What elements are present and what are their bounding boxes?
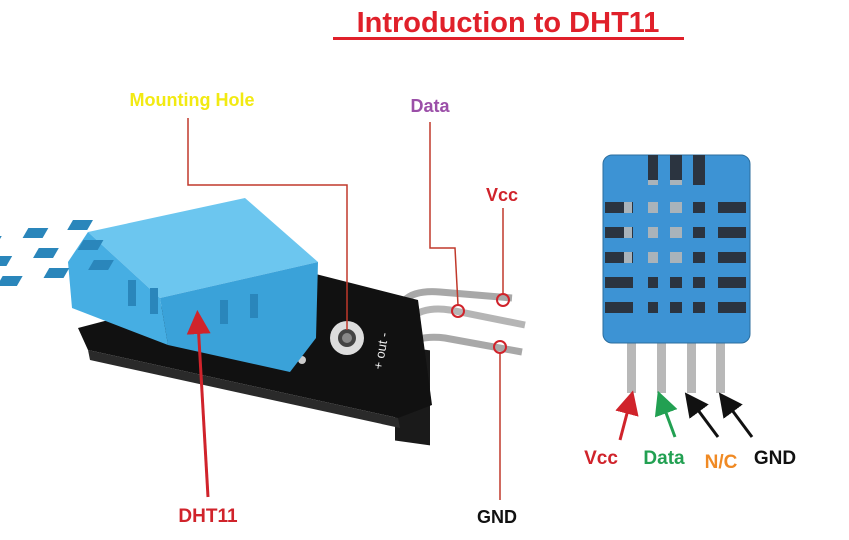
vent-slot [693, 155, 705, 185]
vent-slot [648, 252, 658, 263]
vent-slot [648, 277, 658, 288]
vent-slot [670, 252, 682, 263]
gnd-pin-marker [493, 340, 507, 354]
vent-slot [693, 227, 705, 238]
pcb-silkscreen: + out - [370, 331, 391, 370]
vent-slot [648, 180, 658, 185]
vent-slot [670, 277, 682, 288]
vent-slot [605, 277, 633, 288]
vent-slot [648, 302, 658, 313]
vent-slot [718, 302, 746, 313]
vent-slot [648, 155, 658, 185]
vent-slot [605, 252, 633, 263]
vent-slot [670, 227, 682, 238]
data-pin-arrow [654, 390, 678, 438]
vent-slot [670, 180, 682, 185]
vent-slot [624, 277, 632, 288]
vent-slot [624, 202, 632, 213]
vent-slot [718, 277, 746, 288]
pinout-data-label: Data [643, 448, 685, 469]
pinout-nc-label: N/C [705, 452, 738, 473]
vent-slot [718, 202, 746, 213]
vent-slot [605, 227, 633, 238]
pinout-vcc-label: Vcc [584, 448, 618, 469]
vent-slot [693, 202, 705, 213]
data-leader [429, 122, 459, 306]
sensor-pin [657, 340, 666, 393]
vcc-label: Vcc [486, 185, 518, 205]
page-title: Introduction to DHT11 [357, 7, 660, 39]
pinout-gnd-label: GND [754, 448, 796, 469]
data-label: Data [410, 96, 450, 116]
vent-slot [648, 202, 658, 213]
vent-slot [693, 252, 705, 263]
vent-slot [718, 252, 746, 263]
vent-slot [624, 252, 632, 263]
vent-slot [670, 302, 682, 313]
title-underline [333, 37, 684, 40]
data-pin-marker [451, 304, 465, 318]
vent-slot [693, 302, 705, 313]
vent-slot [624, 302, 632, 313]
vent-slot [624, 227, 632, 238]
nc-pin-arrow [684, 392, 720, 438]
gnd-label: GND [477, 507, 517, 527]
vent-slot [693, 277, 705, 288]
vent-slot [648, 227, 658, 238]
gnd-pin-arrow [718, 392, 754, 438]
vent-slot [605, 202, 633, 213]
sensor-pin [627, 340, 636, 393]
vcc-pin-arrow [615, 390, 639, 441]
vent-slot [670, 155, 682, 185]
dht11-arrow [186, 310, 211, 498]
dht11-pinout [602, 154, 751, 393]
mounting-hole-leader [187, 118, 348, 330]
mounting-hole-label: Mounting Hole [130, 90, 255, 110]
sensor-pin [687, 340, 696, 393]
vent-slot [605, 302, 633, 313]
vcc-pin-marker [496, 293, 510, 307]
vent-slot [718, 227, 746, 238]
dht11-label: DHT11 [178, 506, 238, 527]
vent-slot [670, 202, 682, 213]
sensor-pin [716, 340, 725, 393]
